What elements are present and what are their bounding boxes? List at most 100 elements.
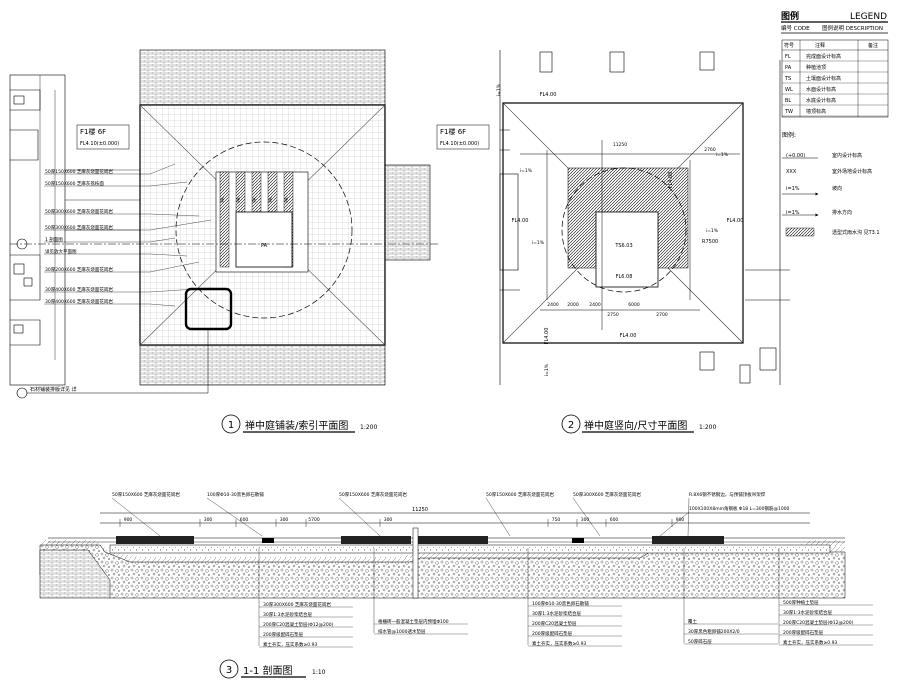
legend-row-code: PA xyxy=(785,65,792,71)
section-bottom-mid-note: 格栅砖一般混凝土垫层内预埋Φ100 xyxy=(378,618,449,625)
plan1-paving-bottom xyxy=(139,344,386,386)
plan2-slope-label: i=1% xyxy=(520,168,533,174)
plan1-bottom-note: 石材铺装排版详见 详 xyxy=(30,386,77,393)
section-bottom-right2-note: 50厚碎石层 xyxy=(688,638,712,645)
section-dimension: 900 xyxy=(676,517,685,523)
legend-symbol: i=1% xyxy=(786,210,800,216)
plan2-building-elev: FL4.10(±0.000) xyxy=(440,141,479,147)
legend-row-code: TS xyxy=(784,76,791,82)
section-bottom-right-note: 100厚Φ10-30黑色卵石散铺 xyxy=(532,600,589,607)
plan1-building-label: F1楼 6F xyxy=(80,127,106,136)
section-bottom-right2-note: 30厚黑色粗卵铺200X2/0 xyxy=(688,628,740,635)
plan1-callout-text: 50厚300X600 芝麻灰烧面花岗岩 xyxy=(45,208,113,215)
plan1-building-elev: FL4.10(±0.000) xyxy=(80,141,119,147)
plan2-dimension: 2000 xyxy=(567,302,579,308)
plan1-strip-label: PA xyxy=(252,197,257,202)
legend-row-desc: 墙顶标高 xyxy=(806,108,826,115)
plan1-strip-label: PA xyxy=(268,197,273,202)
section-scale: 1:10 xyxy=(312,669,326,676)
section-bottom-left-note: 30厚1:3水泥砂浆结合层 xyxy=(263,611,312,618)
plan2-center-box xyxy=(595,211,659,288)
section-top-callout: 50厚150X600 芝麻灰烧面花岗岩 xyxy=(339,491,407,498)
plan1-paving-top xyxy=(139,49,386,106)
section-bottom-right3-note: 200厚级配碎石垫层 xyxy=(783,629,824,636)
legend-symbol-desc: 室内设计标高 xyxy=(832,152,862,159)
section-dimension: 5700 xyxy=(308,517,320,523)
legend-row-code: FL xyxy=(785,54,791,60)
plan1-planting-strips xyxy=(215,171,309,273)
section-drain xyxy=(412,527,419,599)
plan2-dimension: 2700 xyxy=(656,312,668,318)
plan1-strip-label: PA xyxy=(284,197,289,202)
legend-row-code: WL xyxy=(785,87,793,93)
plan2-center-fl: FL6.08 xyxy=(616,274,633,280)
plan1-title-num: 1 xyxy=(228,420,234,431)
plan1-paving-right xyxy=(384,164,431,261)
section-bottom-right3-note: 素土夯实，压实系数≥0.93 xyxy=(783,639,837,646)
legend-symbol: (+0.00) xyxy=(786,153,805,159)
section-dimension: 600 xyxy=(610,517,619,523)
plan2-title-circle xyxy=(561,414,581,434)
plan1-callout-text: 50厚150X600 芝麻灰烧面花岗岩 xyxy=(45,168,113,175)
legend-title-cn: 图例 xyxy=(781,10,799,22)
section-bottom-left-note: 素土夯实，压实系数≥0.93 xyxy=(263,641,317,648)
plan1-callout-text: 1 剖面图 xyxy=(45,236,63,243)
section-title-circle xyxy=(219,659,239,679)
section-bottom-right3-note: 500厚种植土垫层 xyxy=(783,599,819,606)
plan1-callout-text: 30厚200X600 芝麻灰烧面花岗岩 xyxy=(45,266,113,273)
legend-symbol: i=1% xyxy=(786,186,800,192)
legend-symbol-desc: 坡向 xyxy=(832,185,842,192)
section-bottom-right-note: 30厚1:3水泥砂浆结合层 xyxy=(532,610,581,617)
legend-table-header: 备注 xyxy=(868,42,878,49)
section-concrete-layer xyxy=(109,544,831,554)
legend-table-header: 符号 xyxy=(784,42,794,49)
plan2-dimension: 2760 xyxy=(704,147,716,153)
plan2-dimension: 11250 xyxy=(613,142,627,148)
section-bottom-right-note: 200厚级配碎石垫层 xyxy=(532,630,573,637)
section-top-callout: 50厚150X600 芝麻灰烧面花岗岩 xyxy=(112,491,180,498)
legend-symbols-title: 图例: xyxy=(782,131,796,139)
legend-table-header: 注释 xyxy=(815,42,825,49)
section-dimension: 750 xyxy=(552,517,561,523)
section-planting-beds xyxy=(116,536,724,544)
section-top-callout: 50厚300X600 芝麻灰烧面花岗岩 xyxy=(573,491,641,498)
plan1-callout-text: 50厚150X600 芝麻灰荔枝面 xyxy=(45,180,104,187)
plan2-slope-label: i=1% xyxy=(544,363,550,376)
legend-title-en: LEGEND xyxy=(850,12,887,22)
section-bottom-left-note: 30厚300X600 芝麻灰烧面花岗岩 xyxy=(263,601,331,608)
plan2-center-ts: TS6.03 xyxy=(614,243,632,249)
plan1-scale: 1:200 xyxy=(360,424,377,431)
legend: 图例 LEGEND 编号 CODE 图例说明 DESCRIPTION 符号注释备… xyxy=(781,10,889,237)
plan2-elevation: FL4.00 xyxy=(540,92,557,98)
legend-row-desc: 水底设计标高 xyxy=(806,97,836,104)
section-dimension: 300 xyxy=(204,517,213,523)
section-title-num: 3 xyxy=(226,665,232,676)
plan2-building-label: F1楼 6F xyxy=(440,127,466,136)
plan2-slope-label: i=1% xyxy=(532,240,545,246)
plan2-elevation: FL4.00 xyxy=(620,333,637,339)
plan2-slope-label: i=1% xyxy=(716,152,729,158)
plan1-strip-label: PA xyxy=(220,197,225,202)
section-dimension: 300 xyxy=(384,517,393,523)
plan1-circle xyxy=(175,141,353,319)
section-dimension: 300 xyxy=(280,517,289,523)
legend-row-code: BL xyxy=(785,98,791,104)
legend-table xyxy=(781,39,889,118)
plan1-callout-text: 30厚400X600 芝麻灰烧面花岗岩 xyxy=(45,298,113,305)
section-bottom-left-note: 200厚C20混凝土垫层(Φ12@200) xyxy=(263,621,334,628)
plan2-title-num: 2 xyxy=(568,420,574,431)
plan2-elevation: FL4.00 xyxy=(727,218,744,224)
section-bottom-right2-note: 覆土 xyxy=(688,618,697,625)
section-title: 1-1 剖面图 xyxy=(243,664,293,677)
section-bottom-mid-note: 排水管@1000透水垫层 xyxy=(378,628,426,635)
plan1-title-circle xyxy=(221,414,241,434)
plan2-scale: 1:200 xyxy=(699,424,716,431)
section-bottom-right3-note: 30厚1:3水泥砂浆结合层 xyxy=(783,609,832,616)
legend-row-desc: 土壤面设计标高 xyxy=(806,75,841,82)
section-bottom-left-note: 200厚级配碎石垫层 xyxy=(263,631,304,638)
section-top-callout: 100X100X8mm角钢板 Φ18 L=300钢筋@1000 xyxy=(689,505,790,512)
legend-row-code: TW xyxy=(784,109,793,115)
